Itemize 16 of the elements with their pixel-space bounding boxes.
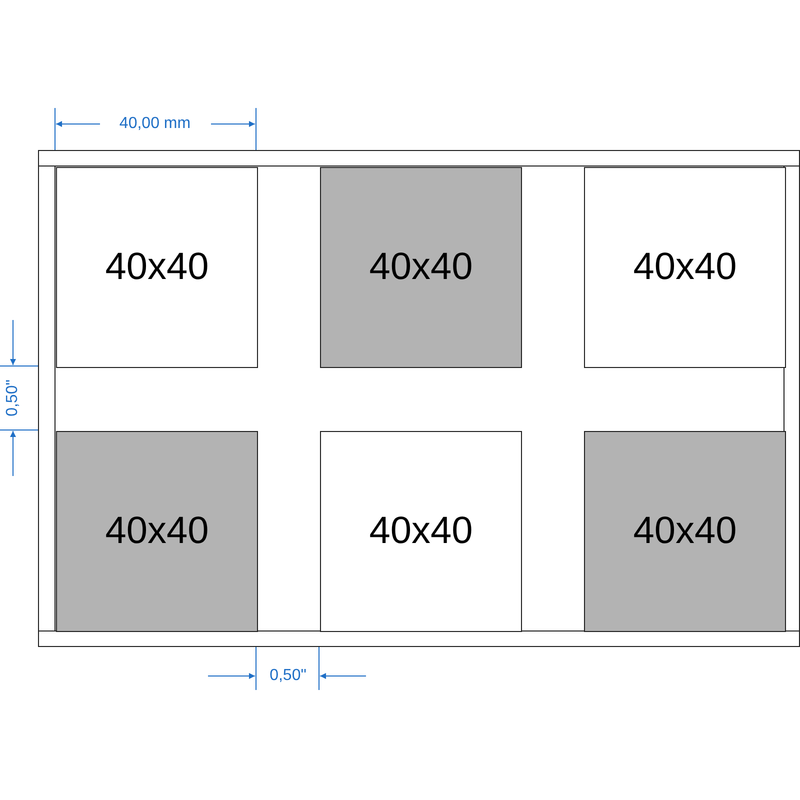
square-tile [584, 167, 786, 368]
dimension-label: 40,00 mm [117, 115, 193, 133]
size-label: 40x40 [105, 510, 209, 553]
square-tile [584, 431, 786, 632]
size-label: 40x40 [633, 246, 737, 289]
dimension-label: 0,50" [268, 667, 308, 685]
square-tile [56, 167, 258, 368]
size-label: 40x40 [633, 510, 737, 553]
size-label: 40x40 [369, 510, 473, 553]
frame-drawing [38, 150, 800, 647]
size-label: 40x40 [369, 246, 473, 289]
dimension-label: 0,50" [4, 378, 22, 418]
square-tile [56, 431, 258, 632]
square-tile [320, 167, 522, 368]
square-tile [320, 431, 522, 632]
size-label: 40x40 [105, 246, 209, 289]
